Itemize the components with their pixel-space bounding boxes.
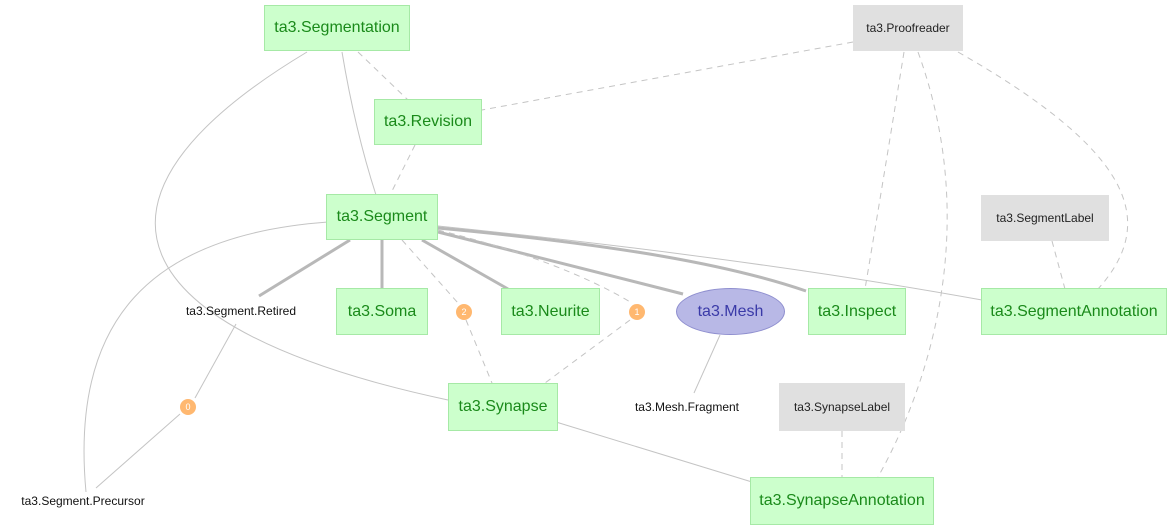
edge-segment-retired: [258, 238, 351, 298]
edge-segment-neurite: [421, 238, 509, 291]
edge-mesh-fragment: [693, 334, 721, 394]
edge-revision-segment: [389, 144, 416, 196]
edge-segment-badge1: [437, 229, 633, 304]
node-revision[interactable]: ta3.Revision: [374, 99, 482, 145]
node-synapse-annotation[interactable]: ta3.SynapseAnnotation: [750, 477, 934, 525]
node-segment-retired[interactable]: ta3.Segment.Retired: [185, 304, 297, 318]
edge-segmentation-synapse: [155, 51, 449, 401]
node-synapse-label[interactable]: ta3.SynapseLabel: [779, 383, 905, 431]
node-segmentation[interactable]: ta3.Segmentation: [264, 5, 410, 51]
node-proofreader[interactable]: ta3.Proofreader: [853, 5, 963, 51]
edge-segment-segmentannotation: [437, 225, 983, 301]
badge-0[interactable]: 0: [180, 399, 196, 415]
edge-segmentlabel-segmentannotation: [1051, 240, 1066, 290]
badge-2[interactable]: 2: [456, 304, 472, 320]
edge-segment-mesh: [437, 230, 684, 296]
node-mesh[interactable]: ta3.Mesh: [676, 288, 785, 335]
edge-segment-precursor: [83, 221, 329, 493]
edge-badge2-synapse: [465, 319, 493, 384]
node-synapse[interactable]: ta3.Synapse: [448, 383, 558, 431]
edge-retired-badge0: [194, 323, 237, 399]
node-segment-annotation[interactable]: ta3.SegmentAnnotation: [981, 288, 1167, 335]
node-segment-precursor[interactable]: ta3.Segment.Precursor: [21, 494, 145, 508]
node-segment[interactable]: ta3.Segment: [326, 194, 438, 240]
edge-proofreader-synapseannotation: [877, 51, 948, 478]
edge-segmentation-segment: [341, 51, 377, 196]
edge-synapse-synapseannotation: [555, 421, 753, 483]
edge-segment-badge2: [401, 239, 459, 304]
edge-segment-inspect: [437, 226, 807, 293]
node-soma[interactable]: ta3.Soma: [336, 288, 428, 335]
node-mesh-fragment[interactable]: ta3.Mesh.Fragment: [634, 400, 740, 414]
node-segment-label[interactable]: ta3.SegmentLabel: [981, 195, 1109, 241]
edge-proofreader-revision: [481, 41, 854, 111]
badge-1[interactable]: 1: [629, 304, 645, 320]
edge-badge1-synapse: [544, 319, 631, 384]
edge-proofreader-inspect: [864, 51, 905, 290]
edge-badge0-precursor: [95, 413, 181, 489]
node-inspect[interactable]: ta3.Inspect: [808, 288, 906, 335]
edge-proofreader-segmentannotation: [957, 51, 1129, 290]
edge-segmentation-revision: [357, 51, 409, 101]
node-neurite[interactable]: ta3.Neurite: [501, 288, 600, 335]
